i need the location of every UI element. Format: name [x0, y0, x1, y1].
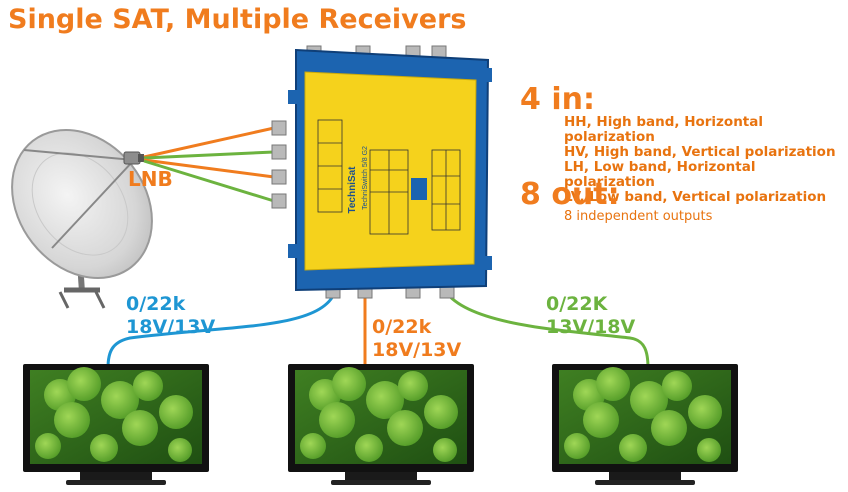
lnb-cables	[143, 126, 275, 203]
outputs-heading: 8 out:	[520, 177, 620, 212]
page-title: Single SAT, Multiple Receivers	[8, 4, 467, 35]
input-item: LH, Low band, Horizontal polarization	[564, 159, 756, 190]
receiver-2-voltage: 18V/13V	[372, 339, 462, 361]
receiver-3-voltage: 13V/18V	[546, 316, 636, 338]
input-connectors	[271, 120, 287, 209]
lnb-arm-bottom	[51, 159, 135, 249]
inputs-list: HH, High band, Horizontal polarization H…	[564, 115, 848, 205]
switch-logo-tile	[411, 178, 427, 200]
switch-front-panel	[304, 71, 477, 271]
cable-lv	[143, 159, 275, 203]
multiswitch: TechniSat TechniSwitch 5/8 G2	[271, 45, 492, 299]
switch-brand-label: TechniSat	[347, 166, 358, 214]
receiver-2-tone: 0/22k	[372, 316, 432, 338]
cable-receiver-3	[444, 291, 650, 369]
outputs-description: 8 independent outputs	[564, 209, 713, 224]
tv-2	[288, 364, 474, 485]
receiver-2-signal-label: 0/22k 18V/13V	[372, 316, 461, 362]
cable-hv	[143, 150, 275, 160]
satellite-dish	[11, 128, 153, 309]
lnb-head	[123, 151, 141, 165]
receiver-1-signal-label: 0/22k 18V/13V	[126, 293, 215, 339]
tv-1	[23, 364, 209, 485]
switch-model-label: TechniSwitch 5/8 G2	[362, 146, 369, 210]
lnb-label: LNB	[128, 167, 173, 191]
inputs-heading: 4 in:	[520, 82, 595, 117]
receiver-cables	[106, 291, 650, 369]
tv-3	[552, 364, 738, 485]
input-item: LV, Low band, Vertical polarization	[564, 189, 827, 205]
receiver-1-tone: 0/22k	[126, 293, 186, 315]
dish-reflector	[11, 128, 153, 280]
cable-receiver-1	[106, 291, 337, 369]
receiver-3-signal-label: 0/22K 13V/18V	[546, 293, 635, 339]
input-item: HV, High band, Vertical polarization	[564, 144, 836, 160]
receiver-1-voltage: 18V/13V	[126, 316, 216, 338]
receiver-3-tone: 0/22K	[546, 293, 608, 315]
cable-lh	[143, 158, 275, 179]
lnb-arm-top	[23, 149, 135, 161]
input-item: HH, High band, Horizontal polarization	[564, 114, 763, 145]
cable-hh	[143, 126, 275, 159]
